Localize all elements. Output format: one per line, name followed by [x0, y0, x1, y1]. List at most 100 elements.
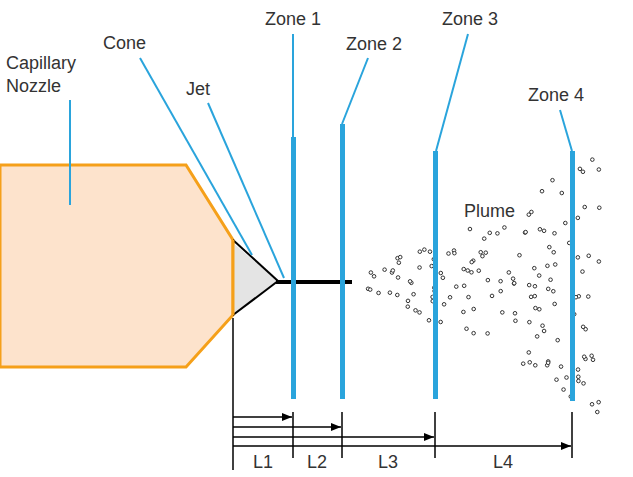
- droplet: [553, 263, 557, 267]
- cone-fill: [233, 243, 278, 315]
- droplet: [529, 295, 533, 299]
- droplet: [524, 230, 528, 234]
- droplet: [555, 378, 559, 382]
- zone-bar: [340, 124, 345, 399]
- droplet: [581, 170, 585, 174]
- droplet: [383, 268, 387, 272]
- droplet: [533, 284, 537, 288]
- droplet: [542, 329, 546, 333]
- droplet: [481, 254, 485, 258]
- droplet: [512, 282, 516, 286]
- droplet: [518, 253, 522, 257]
- droplet: [439, 271, 443, 275]
- dimension-label: L3: [376, 451, 400, 474]
- droplet: [527, 283, 531, 287]
- droplet: [397, 261, 401, 265]
- droplet: [581, 270, 585, 274]
- droplet: [484, 251, 488, 255]
- droplet: [581, 325, 585, 329]
- droplet: [427, 318, 431, 322]
- droplet: [556, 338, 560, 342]
- nozzle-tip: [232, 240, 235, 315]
- zone-label: Zone 4: [528, 84, 584, 107]
- droplet: [372, 275, 376, 279]
- leader-lines: [70, 34, 572, 278]
- droplet: [503, 226, 507, 230]
- droplet: [541, 324, 545, 328]
- droplet: [513, 311, 517, 315]
- droplet: [496, 232, 500, 236]
- droplet: [442, 303, 446, 307]
- droplet: [486, 278, 490, 282]
- droplet: [448, 296, 452, 300]
- droplet: [454, 285, 458, 289]
- droplet: [564, 221, 568, 225]
- droplet: [553, 302, 557, 306]
- droplet: [534, 306, 538, 310]
- droplet: [530, 210, 534, 214]
- droplet: [482, 237, 486, 241]
- droplet: [377, 291, 381, 295]
- part-label: Plume: [462, 200, 517, 223]
- droplet: [577, 379, 581, 383]
- droplet: [551, 178, 555, 182]
- droplet: [542, 229, 546, 233]
- droplet: [388, 291, 392, 295]
- droplet: [447, 252, 451, 256]
- droplet: [597, 206, 601, 210]
- cone-edge: [233, 281, 278, 315]
- zone-label: Zone 3: [442, 8, 498, 31]
- droplet: [418, 266, 422, 270]
- droplet: [576, 256, 580, 260]
- droplet: [553, 231, 557, 235]
- droplet: [472, 331, 476, 335]
- droplet: [418, 250, 422, 254]
- droplet: [597, 260, 601, 264]
- droplet: [523, 231, 527, 235]
- droplet: [528, 361, 532, 365]
- droplet: [560, 191, 564, 195]
- droplet: [465, 327, 469, 331]
- droplet: [576, 368, 580, 372]
- dimension-label: L4: [491, 451, 515, 474]
- droplet: [396, 276, 400, 280]
- droplet: [418, 311, 422, 315]
- droplet: [533, 363, 537, 367]
- droplet: [548, 245, 552, 249]
- droplet: [540, 189, 544, 193]
- droplet: [462, 310, 466, 314]
- droplet: [538, 307, 542, 311]
- droplet: [462, 267, 466, 271]
- droplet: [488, 231, 492, 235]
- droplet: [441, 276, 445, 280]
- droplet: [470, 260, 474, 264]
- droplet: [591, 358, 595, 362]
- droplet: [587, 254, 591, 258]
- droplet: [583, 205, 587, 209]
- dimension-label: L2: [305, 451, 329, 474]
- droplet: [552, 289, 556, 293]
- droplet: [414, 309, 418, 313]
- part-label: Jet: [186, 78, 210, 101]
- droplet: [559, 365, 563, 369]
- zone-bar: [433, 151, 438, 399]
- capillary-nozzle: [0, 165, 233, 367]
- droplet: [477, 269, 481, 273]
- droplet: [499, 289, 503, 293]
- droplet: [576, 216, 580, 220]
- droplet: [423, 248, 427, 252]
- droplet: [428, 250, 432, 254]
- droplet: [430, 264, 434, 268]
- zone-label: Zone 2: [346, 33, 402, 56]
- zone-label: Zone 1: [265, 8, 321, 31]
- droplet: [398, 255, 402, 259]
- droplet: [369, 271, 373, 275]
- droplet: [512, 281, 516, 285]
- droplet: [466, 269, 470, 273]
- droplet: [408, 280, 412, 284]
- droplet: [507, 271, 511, 275]
- droplet: [549, 278, 553, 282]
- droplet: [552, 250, 556, 254]
